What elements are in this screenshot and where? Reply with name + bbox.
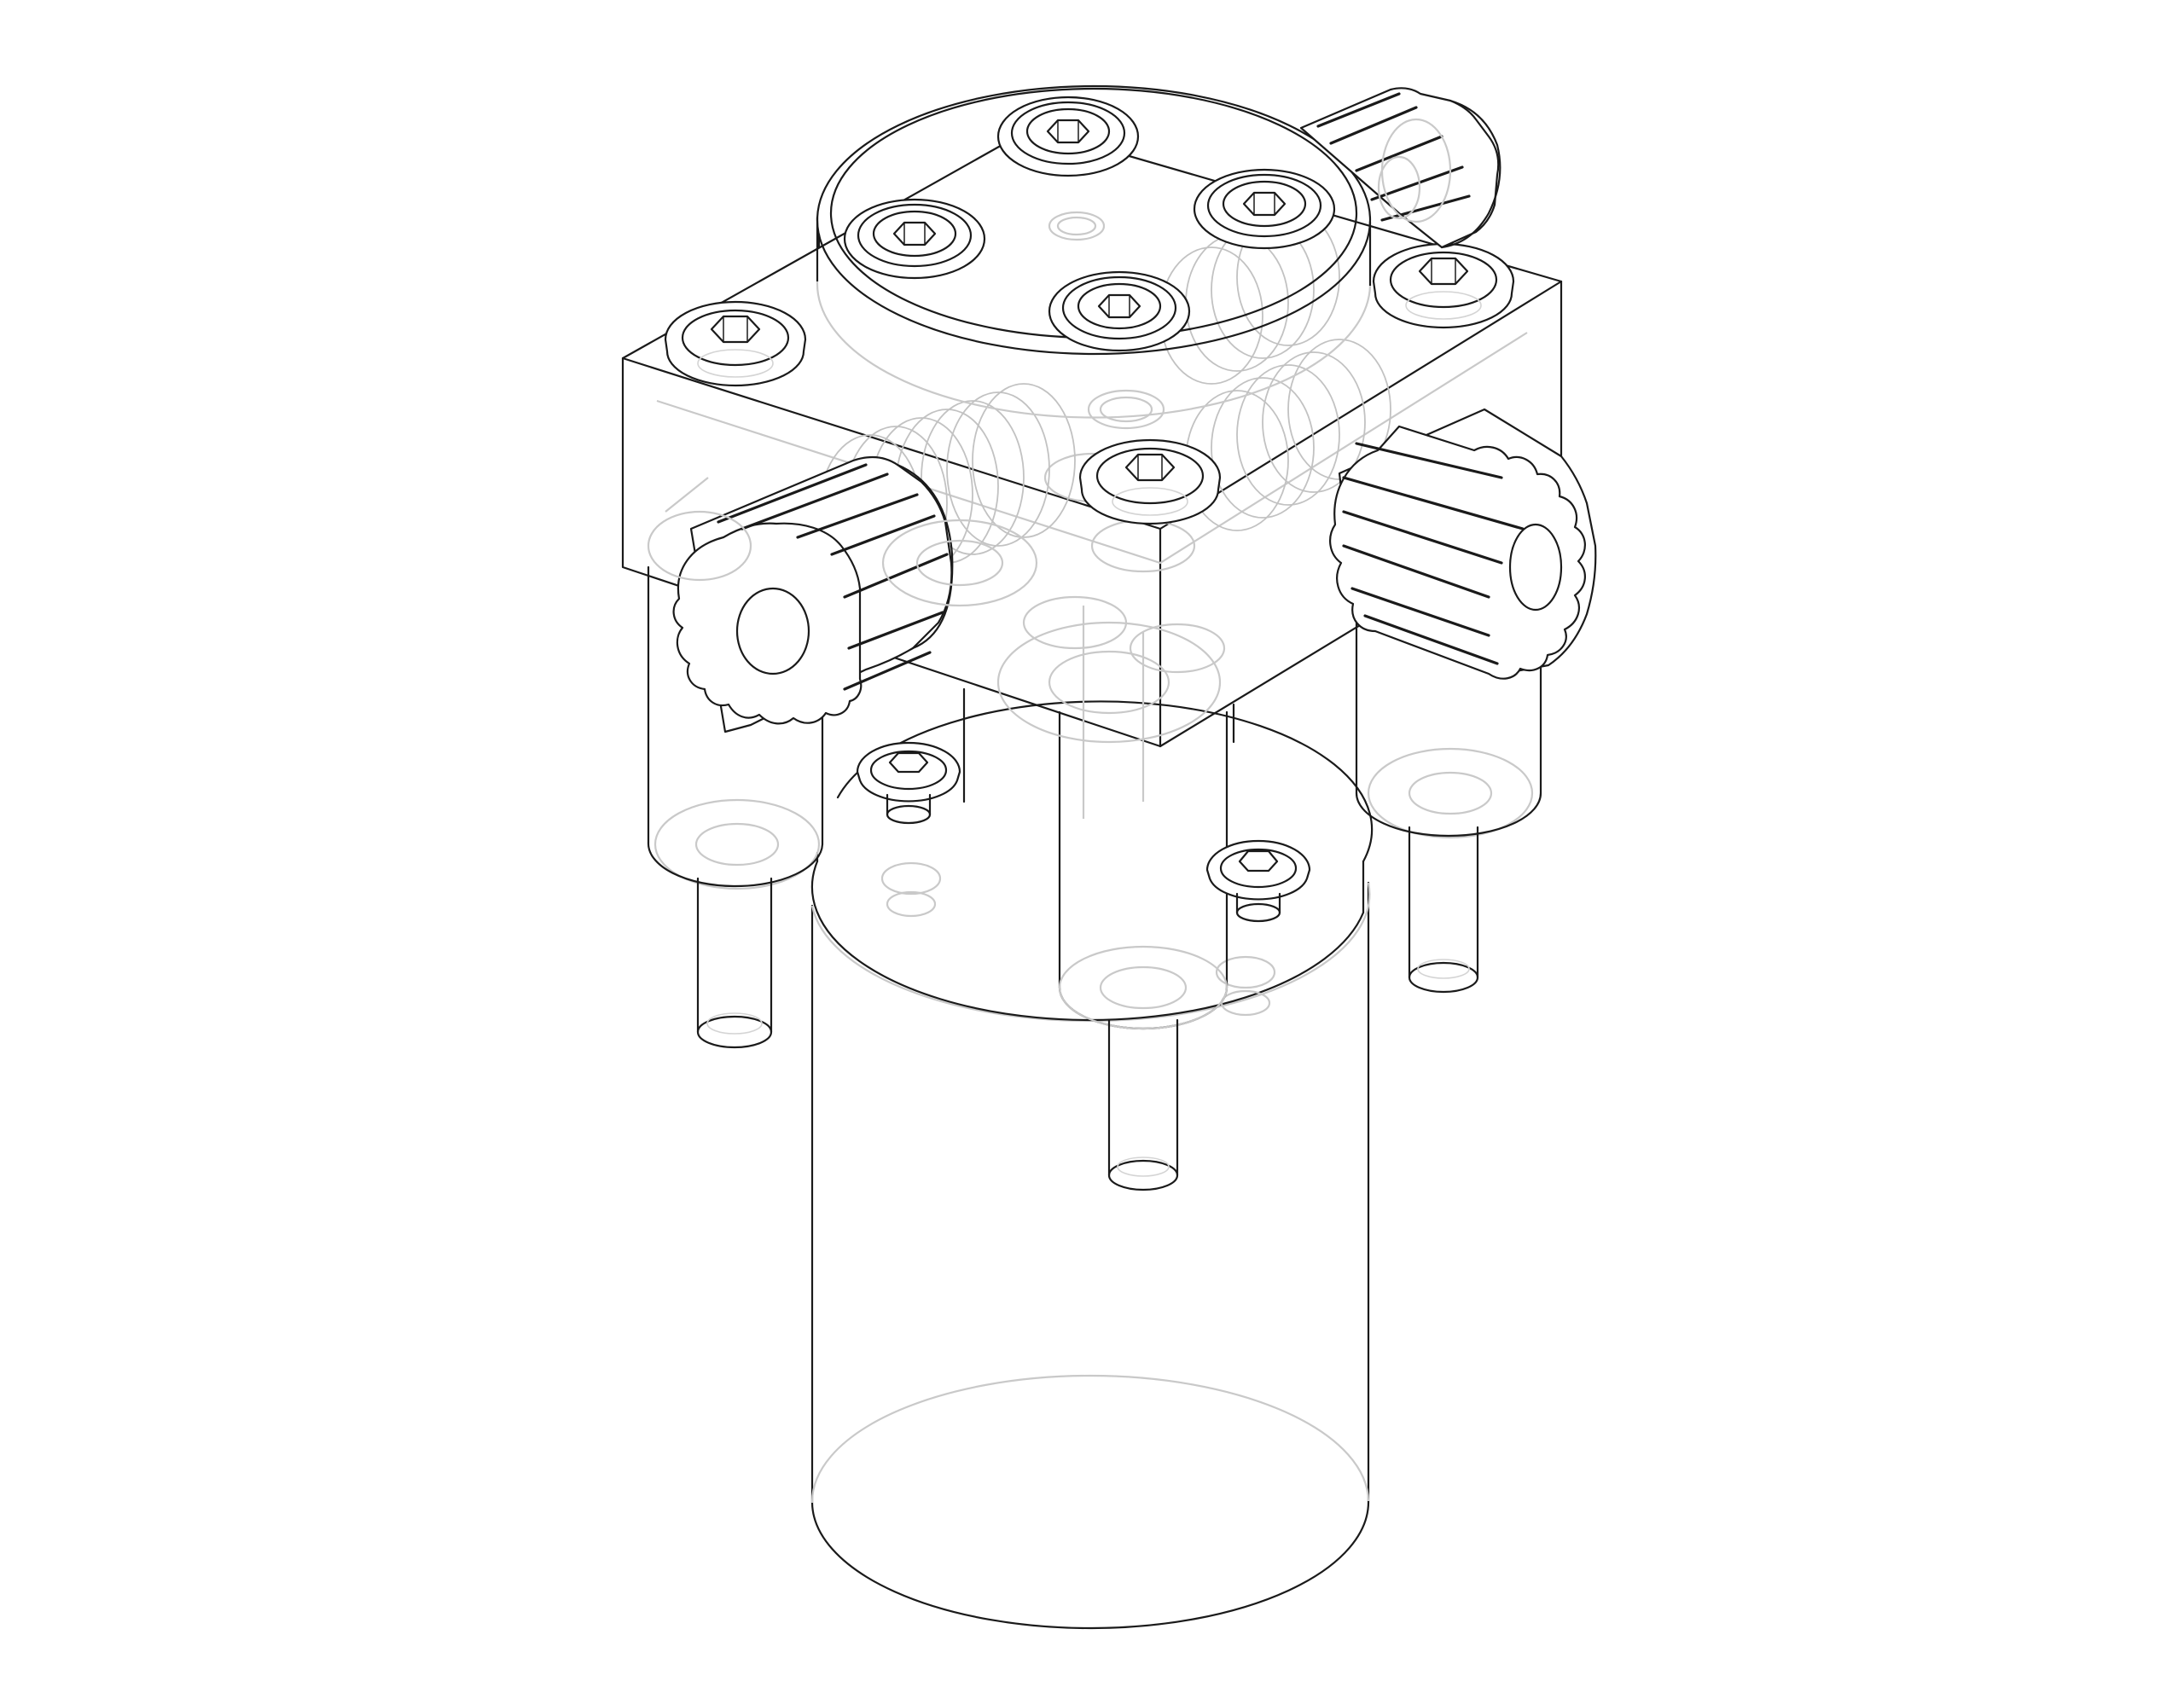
corner-button-screw-left	[664, 300, 807, 387]
knurled-knob-back-left	[647, 477, 1038, 607]
corner-button-screw-front	[1078, 438, 1222, 525]
knurled-knob-front-left	[672, 455, 954, 733]
cap-socket-screw-top	[996, 96, 1140, 177]
guide-pin-right	[1367, 747, 1534, 994]
block-legs	[647, 501, 1542, 888]
cap-socket-screw-front	[1048, 270, 1191, 352]
flange-button-screw-right	[1205, 839, 1311, 923]
flange-button-screw-left	[856, 741, 961, 825]
guide-pin-left	[653, 798, 821, 1049]
corner-button-screw-right	[1372, 242, 1515, 329]
cylinder-body	[810, 881, 1371, 1630]
cap-socket-screw-left	[843, 198, 986, 280]
knurled-knob-front-right	[1329, 408, 1597, 680]
knurled-knob-back-right	[1299, 87, 1502, 249]
cap-socket-screw-right	[1193, 168, 1336, 250]
guide-pin-center	[1058, 710, 1228, 1191]
